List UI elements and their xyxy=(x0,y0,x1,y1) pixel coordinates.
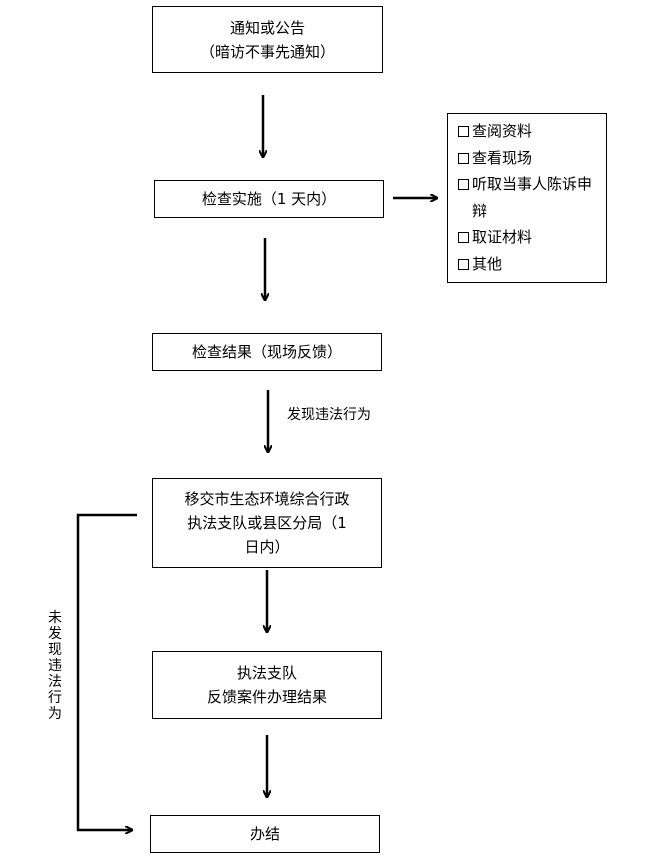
inspection-item: 其他 xyxy=(458,251,600,278)
edge-label-no-violation: 未发现违法行为 xyxy=(48,610,62,722)
checkbox-icon xyxy=(458,232,469,243)
edge-label-violation-found: 发现违法行为 xyxy=(287,407,371,423)
step-transfer-line-2: 执法支队或县区分局（1 xyxy=(187,514,347,532)
checkbox-icon xyxy=(458,126,469,137)
step-inspect-line-1: 检查实施（1 天内） xyxy=(201,190,337,208)
inspection-item-label: 其他 xyxy=(472,254,503,273)
inspection-item-label: 查阅资料 xyxy=(472,122,533,140)
inspection-item-label: 查看现场 xyxy=(472,148,533,167)
inspection-items-box: 查阅资料 查看现场 听取当事人陈诉申辩 取证材料 其他 xyxy=(447,113,607,283)
inspection-item: 查看现场 xyxy=(458,145,600,172)
step-close-line-1: 办结 xyxy=(249,825,280,843)
step-feedback-box: 执法支队 反馈案件办理结果 xyxy=(152,651,382,719)
checkbox-icon xyxy=(458,179,469,190)
step-notice-box: 通知或公告 （暗访不事先通知） xyxy=(152,6,383,73)
arrow-no-violation-to-close xyxy=(76,513,137,830)
inspection-item: 取证材料 xyxy=(458,224,600,251)
step-transfer-box: 移交市生态环境综合行政 执法支队或县区分局（1 日内） xyxy=(152,478,382,568)
step-transfer-line-1: 移交市生态环境综合行政 xyxy=(184,490,350,508)
inspection-item: 听取当事人陈诉申辩 xyxy=(458,171,600,224)
step-result-line-1: 检查结果（现场反馈） xyxy=(191,343,342,361)
step-inspect-box: 检查实施（1 天内） xyxy=(154,180,384,218)
step-close-box: 办结 xyxy=(150,815,380,853)
inspection-item-label: 听取当事人陈诉申辩 xyxy=(472,175,593,220)
step-transfer-line-3: 日内） xyxy=(244,538,290,556)
checkbox-icon xyxy=(458,152,469,164)
inspection-item-label: 取证材料 xyxy=(472,228,533,246)
inspection-item: 查阅资料 xyxy=(458,118,600,145)
step-feedback-line-1: 执法支队 xyxy=(236,664,297,682)
step-notice-line-1: 通知或公告 xyxy=(229,18,305,37)
step-result-box: 检查结果（现场反馈） xyxy=(152,333,382,371)
step-notice-line-2: （暗访不事先通知） xyxy=(199,42,335,61)
step-feedback-line-2: 反馈案件办理结果 xyxy=(206,688,327,706)
checkbox-icon xyxy=(458,258,469,270)
